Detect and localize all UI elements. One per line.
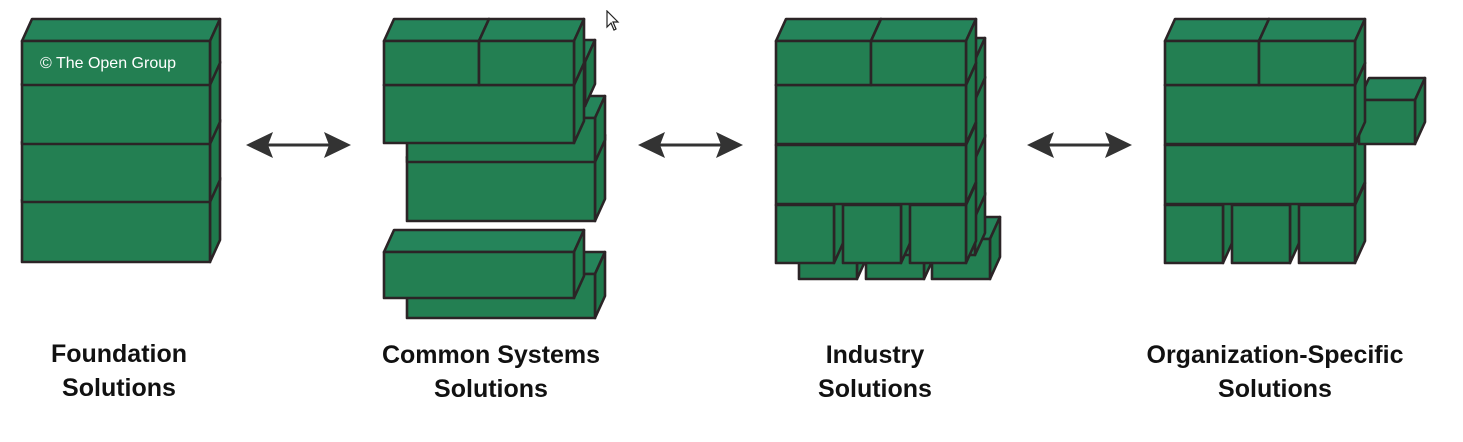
copyright-notice: © The Open Group — [40, 55, 176, 72]
industry-solutions-label: Industry Solutions — [760, 338, 990, 406]
organization-specific-solutions-blocks — [1163, 17, 1427, 265]
building-block — [1357, 76, 1427, 146]
organization-specific-solutions-label: Organization-Specific Solutions — [1110, 338, 1440, 406]
label-line: Solutions — [62, 374, 176, 402]
foundation-solutions-label: Foundation Solutions — [0, 337, 238, 405]
building-block — [1163, 17, 1271, 87]
building-block — [382, 17, 491, 87]
label-line: Solutions — [434, 375, 548, 403]
building-block — [869, 17, 978, 87]
label-line: Organization-Specific — [1146, 341, 1404, 369]
building-block — [382, 228, 586, 300]
common-systems-solutions-blocks — [382, 17, 607, 320]
label-line: Solutions — [818, 375, 932, 403]
common-systems-solutions-label: Common Systems Solutions — [346, 338, 636, 406]
bidirectional-arrow-icon — [1027, 132, 1132, 158]
bidirectional-arrow-icon — [246, 132, 351, 158]
building-block — [477, 17, 586, 87]
bidirectional-arrow-icon — [638, 132, 743, 158]
foundation-solutions-blocks — [20, 17, 222, 264]
label-line: Common Systems — [381, 341, 601, 369]
industry-solutions-blocks — [774, 17, 1002, 281]
mouse-cursor-icon — [606, 10, 620, 31]
building-block — [774, 17, 883, 87]
building-block — [1257, 17, 1367, 87]
label-line: Industry — [825, 341, 925, 369]
label-line: Foundation — [50, 340, 188, 368]
building-block — [908, 181, 978, 265]
building-block — [20, 17, 222, 87]
label-line: Solutions — [1218, 375, 1332, 403]
